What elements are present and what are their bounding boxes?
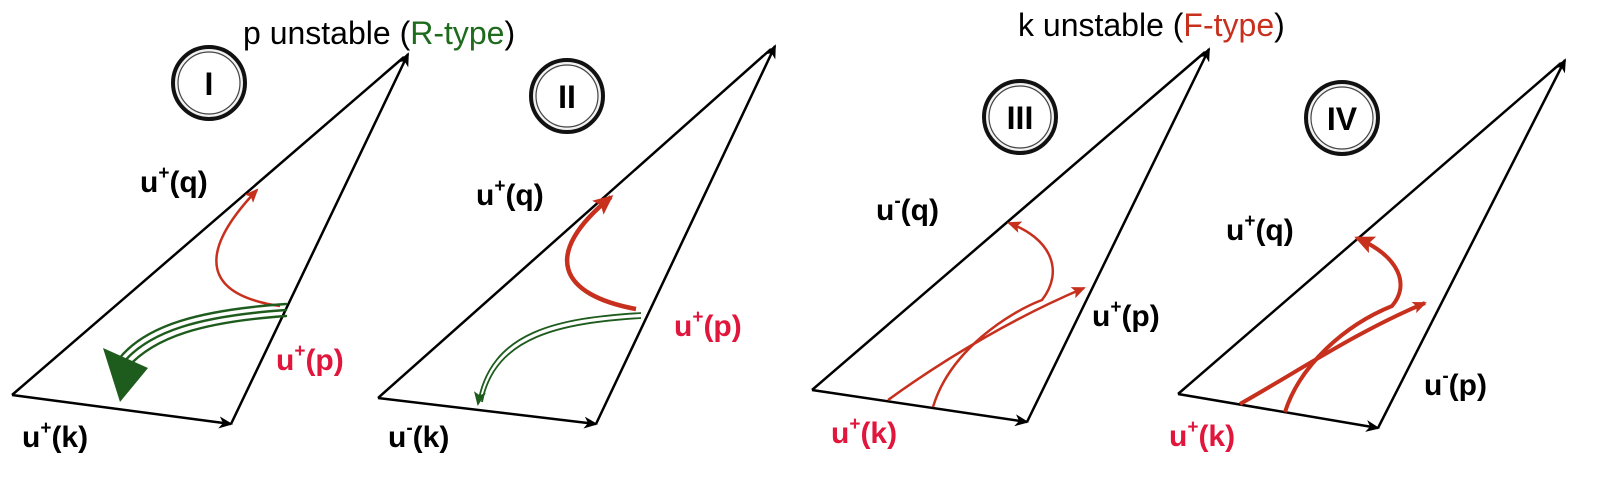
panel-IV: IV u+(q) u-(p) u+(k) (1169, 58, 1567, 453)
panel-I: I u+(q) u+(p) u+(k) (11, 45, 410, 454)
vector-k (1177, 392, 1380, 432)
label-k: u+(k) (22, 418, 88, 454)
svg-text:II: II (558, 79, 576, 115)
transfer-arrow-green (116, 302, 288, 370)
label-k: u-(k) (388, 418, 449, 454)
label-q: u+(q) (476, 176, 544, 212)
svg-text:I: I (205, 66, 214, 102)
transfer-arrow-red (564, 195, 637, 312)
vector-q (811, 51, 1206, 391)
transfer-arrow-red-to-q (931, 221, 1054, 408)
green-arrowhead (103, 348, 148, 402)
svg-text:IV: IV (1327, 101, 1358, 137)
roman-badge-II: II (529, 58, 605, 134)
roman-badge-IV: IV (1304, 80, 1380, 156)
label-q: u+(q) (1226, 211, 1294, 247)
transfer-arrow-red-to-q (1283, 236, 1403, 413)
label-k: u+(k) (831, 414, 897, 450)
vector-q (11, 56, 405, 396)
label-p: u+(p) (276, 341, 344, 377)
panel-II: II u+(q) u+(p) u-(k) (377, 44, 777, 454)
label-q: u+(q) (140, 163, 208, 199)
svg-text:III: III (1007, 100, 1034, 136)
label-q: u-(q) (876, 191, 939, 227)
transfer-arrow-red (215, 188, 281, 308)
vector-p (1025, 47, 1211, 423)
label-k: u+(k) (1169, 417, 1235, 453)
transfer-arrow-red-to-p (1239, 301, 1427, 406)
r-type-label: R-type (410, 15, 504, 51)
panel-III: III u-(q) u+(p) u+(k) (811, 47, 1211, 450)
vector-k (11, 393, 233, 429)
label-p: u+(p) (1092, 297, 1160, 333)
header-left: p unstable (R-type) (243, 15, 515, 51)
vector-p (594, 44, 777, 425)
label-p: u+(p) (674, 307, 742, 343)
roman-badge-I: I (171, 45, 247, 121)
vector-q (1177, 62, 1562, 395)
label-p: u-(p) (1424, 366, 1487, 402)
vector-k (377, 396, 598, 429)
vector-k (811, 388, 1029, 427)
vector-p (1376, 58, 1567, 429)
f-type-label: F-type (1183, 7, 1274, 43)
vector-q (377, 48, 772, 399)
transfer-arrow-green (474, 312, 642, 406)
header-right: k unstable (F-type) (1018, 7, 1285, 43)
vector-p (229, 52, 410, 425)
roman-badge-III: III (982, 79, 1058, 155)
transfer-arrow-red-to-p (887, 286, 1086, 402)
